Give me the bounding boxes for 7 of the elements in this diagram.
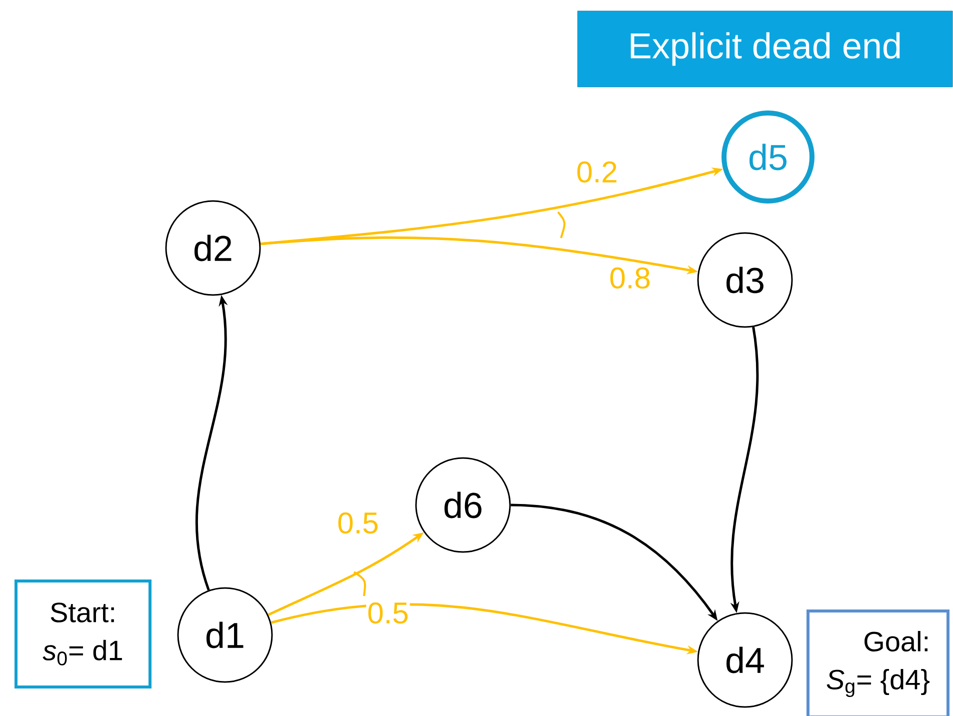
edge-label: 0.2 <box>575 160 619 184</box>
edge-label: 0.5 <box>336 511 380 535</box>
goal-box: Goal: S$_{g}$= {d4} <box>806 610 950 716</box>
edge-label: 0.5 <box>366 601 410 625</box>
banner-box: Explicit dead end <box>577 10 953 88</box>
edge-label: 0.8 <box>608 266 652 290</box>
start-box: Start: s$_{0}$= d1 <box>14 580 152 688</box>
